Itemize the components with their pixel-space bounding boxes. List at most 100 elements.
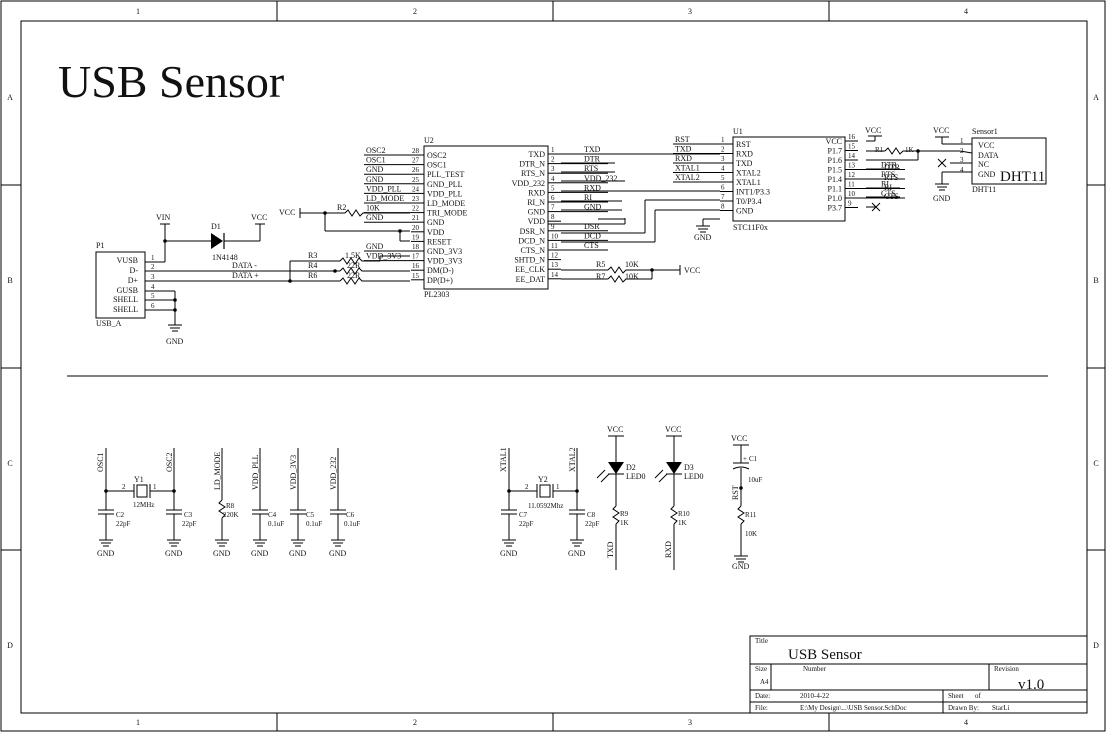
net-label: RI	[584, 193, 592, 202]
net-label: GND	[366, 175, 384, 184]
pin-signal: P1.6	[828, 156, 842, 165]
pin-number: 14	[848, 152, 856, 160]
zone-row-d-right: D	[1093, 641, 1099, 650]
u1-p15-net: DTR	[884, 163, 901, 172]
zone-col-2-bottom: 2	[413, 718, 417, 727]
pin-signal: DTR_N	[519, 160, 545, 169]
pin-signal: RI_N	[527, 198, 545, 207]
gnd-c6: GND	[329, 549, 347, 558]
d2-vcc: VCC	[607, 425, 623, 434]
pin-number: 6	[721, 184, 725, 192]
pin-number: 4	[551, 175, 555, 183]
net-label: VDD_PLL	[366, 184, 402, 193]
u1-u2-wires	[561, 153, 720, 243]
sensor-vcc-label: VCC	[933, 126, 949, 135]
pin-signal: T0/P3.4	[736, 197, 762, 206]
data-minus-label: DATA -	[232, 261, 257, 270]
pin-signal: XTAL1	[736, 178, 761, 187]
title-block: Title USB Sensor Size A4 Number Revision…	[749, 635, 1088, 714]
gnd-c7: GND	[500, 549, 518, 558]
pin-signal: XTAL2	[736, 169, 761, 178]
u1-gnd-label: GND	[694, 233, 712, 242]
pin-number: 13	[551, 261, 559, 269]
u1-ref: U1	[733, 127, 743, 136]
net-label: DTR	[584, 155, 601, 164]
pin-number: 17	[412, 253, 420, 261]
r9-val: 1K	[620, 519, 629, 527]
pin-signal: TXD	[736, 159, 753, 168]
pin-signal: P1.5	[828, 166, 842, 175]
net-label: CTS	[584, 241, 599, 250]
c2-val: 22pF	[116, 520, 131, 528]
pin-signal: RESET	[427, 237, 452, 246]
net-label: DTR	[881, 161, 898, 170]
pin-number: 16	[412, 262, 420, 270]
pin-number: 18	[412, 243, 420, 251]
sensor-gnd-label: GND	[933, 194, 951, 203]
u1-p10-net: CTS	[884, 192, 899, 201]
reset-circuit: VCC + C1 10uF RST R11 10K GND	[731, 434, 763, 571]
net-label: CTS	[881, 189, 896, 198]
pin-signal: SHTD_N	[514, 256, 545, 265]
tb-sheet-label: Sheet	[948, 692, 964, 700]
pin-number: 11	[551, 242, 558, 250]
pin-number: 3	[721, 155, 725, 163]
r10-val: 1K	[678, 519, 687, 527]
net-label: RI	[881, 180, 889, 189]
net-label: VDD_3V3	[366, 252, 401, 261]
r10-ref: R10	[678, 510, 690, 518]
usb-pin-number: 2	[151, 263, 155, 271]
pin-signal: GND_3V3	[427, 247, 462, 256]
r5-val: 10K	[625, 260, 639, 269]
net-label: GND	[584, 203, 602, 212]
d3-val: LED0	[684, 472, 704, 481]
data-plus-label: DATA +	[232, 271, 259, 280]
y2-val: 11.0592Mhz	[528, 502, 563, 510]
pin-number: 13	[848, 162, 856, 170]
crystal-y1-circuit: OSC1 OSC2 Y1 12MHz 2 1 C2 22pF C3 22pF G…	[96, 448, 197, 558]
tb-size-label: Size	[755, 665, 767, 673]
c7-val: 22pF	[519, 520, 534, 528]
usb-data-lines	[165, 255, 410, 282]
xtal1-net: XTAL1	[499, 447, 508, 472]
ic-u2-pl2303: U2 PL2303	[423, 136, 549, 299]
ld-mode-r8: LD_MODE R8 220K GND	[213, 448, 239, 558]
sensor-part: DHT11	[972, 185, 996, 194]
crystal-y2-circuit: XTAL1 XTAL2 Y2 11.0592Mhz 2 1 C7 22pF C8…	[499, 447, 600, 558]
net-label: DSR	[584, 222, 600, 231]
c3-ref: C3	[184, 511, 193, 519]
net-label: XTAL1	[675, 164, 700, 173]
c1-plus: +	[743, 455, 747, 463]
net-label: RXD	[675, 154, 692, 163]
c1-val: 10uF	[748, 476, 763, 484]
pin-number: 5	[721, 174, 725, 182]
c8-val: 22pF	[585, 520, 600, 528]
pin-signal: RST	[736, 140, 751, 149]
pin-signal: CTS_N	[521, 246, 546, 255]
usb-pin-number: 4	[151, 283, 155, 291]
c4-ref: C4	[268, 511, 277, 519]
gnd-c8: GND	[568, 549, 586, 558]
pin-number: 20	[412, 224, 420, 232]
d1-part: 1N4148	[212, 253, 238, 262]
rxd-net: RXD	[664, 541, 673, 558]
net-label: RXD	[584, 183, 601, 192]
diode-d1	[211, 233, 223, 249]
usb-pin-label: SHELL	[113, 295, 138, 304]
r3-val: 1.5K	[345, 251, 361, 260]
pin-signal: VDD_3V3	[427, 257, 462, 266]
pin-signal: INT1/P3.3	[736, 188, 770, 197]
usb-pin-number: 3	[151, 273, 155, 281]
y1-ref: Y1	[134, 475, 144, 484]
pin-number: 10	[551, 232, 559, 240]
pin-signal: DCD_N	[518, 236, 545, 245]
pin-signal: EE_CLK	[515, 265, 545, 274]
pin-number: 1	[721, 136, 725, 144]
sensor-pin-label: DATA	[978, 151, 999, 160]
c6-val: 0.1uF	[344, 520, 360, 528]
net-label: RTS	[584, 164, 598, 173]
zone-col-1-bottom: 1	[136, 718, 140, 727]
zone-row-a-right: A	[1093, 93, 1099, 102]
net-label: GND	[366, 213, 384, 222]
